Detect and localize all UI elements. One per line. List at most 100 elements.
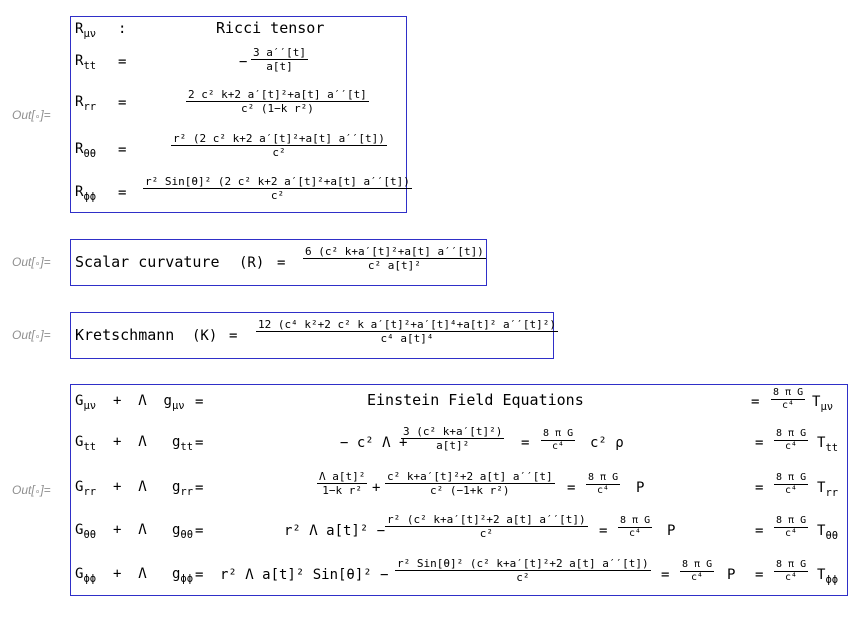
einstein-header-lhs: Gμν + Λ gμν (75, 393, 185, 412)
fraction-numerator: c² k+a′[t]²+2 a[t] a′′[t] (387, 470, 553, 483)
fraction-numerator: 8 π G (682, 559, 713, 570)
fraction-denominator: c⁴ (629, 528, 642, 539)
einstein-header-rhs-eq: = (751, 394, 760, 410)
einstein-row-rr-rhs-eq: = (755, 480, 764, 496)
out-label-4[interactable]: Out[∘]= (12, 483, 51, 497)
ricci-row-rr-lhs: Rrr (75, 94, 97, 113)
fraction-numerator: r² Sin[θ]² (c² k+a′[t]²+2 a[t] a′′[t]) (397, 557, 649, 570)
einstein-equations-cell[interactable]: Gμν + Λ gμν = Einstein Field Equations =… (70, 384, 848, 596)
fraction-bar (143, 188, 412, 189)
einstein-row-rr-fraction-2: c² k+a′[t]²+2 a[t] a′′[t] c² (−1+k r²) (385, 470, 555, 497)
fraction-numerator: Λ a[t]² (319, 470, 366, 483)
fraction-denominator: c⁴ (552, 441, 565, 452)
einstein-row-rr-fraction-1: Λ a[t]² 1−k r² (317, 470, 368, 497)
fraction-denominator: c⁴ (785, 485, 798, 496)
fraction-numerator: 2 c² k+2 a′[t]²+a[t] a′′[t] (188, 88, 367, 101)
einstein-row-rr-factor: 8 π G c⁴ (586, 472, 621, 497)
fraction-bar (251, 59, 308, 60)
einstein-row-rr-plus: + (372, 480, 381, 496)
fraction-numerator: 8 π G (620, 515, 651, 526)
einstein-row-tt-lhs: Gtt + Λ gtt (75, 434, 194, 453)
kretschmann-label: Kretschmann (75, 326, 175, 344)
einstein-row-tt-fraction: 3 (c² k+a′[t]²) a[t]² (401, 425, 505, 452)
einstein-row-theta-factor: 8 π G c⁴ (618, 515, 653, 540)
ricci-row-tt-prefix: − (239, 54, 248, 70)
einstein-row-phi-rhs-tensor: Tϕϕ (817, 567, 839, 586)
einstein-row-phi-factor: 8 π G c⁴ (680, 559, 715, 584)
fraction-numerator: 3 a′′[t] (253, 46, 306, 59)
kretschmann-cell[interactable]: Kretschmann (K) = 12 (c⁴ k²+2 c² k a′[t]… (70, 312, 559, 359)
ricci-row-theta-fraction: r² (2 c² k+2 a′[t]²+a[t] a′′[t]) c² (171, 132, 387, 159)
fraction-bar (541, 440, 576, 441)
kretschmann-fraction: 12 (c⁴ k²+2 c² k a′[t]²+a′[t]⁴+a[t]² a′′… (256, 318, 559, 345)
ricci-row-theta-eq: = (118, 142, 127, 158)
fraction-denominator: c² (−1+k r²) (430, 484, 510, 497)
fraction-denominator: c⁴ a[t]⁴ (380, 332, 434, 345)
kretschmann-eq: = (229, 328, 238, 344)
einstein-row-theta-fraction: r² (c² k+a′[t]²+2 a[t] a′′[t]) c² (385, 513, 588, 540)
einstein-row-theta-rhs-tensor: Tθθ (817, 523, 839, 542)
fraction-bar (774, 440, 809, 441)
ricci-row-phi-lhs: Rϕϕ (75, 184, 97, 203)
fraction-bar (774, 571, 809, 572)
ricci-header-symbol: Rμν (75, 21, 97, 40)
fraction-bar (385, 526, 588, 527)
einstein-header-rhs-tensor: Tμν (812, 394, 834, 413)
fraction-denominator: a[t] (266, 60, 293, 73)
einstein-row-tt-rho: c² ρ (590, 435, 624, 451)
fraction-bar (317, 483, 368, 484)
fraction-bar (385, 483, 555, 484)
out-label-3[interactable]: Out[∘]= (12, 328, 51, 342)
fraction-numerator: 8 π G (776, 472, 807, 483)
fraction-denominator: c² (479, 527, 493, 540)
fraction-denominator: c² (516, 571, 530, 584)
einstein-row-rr-mid-eq: = (567, 480, 576, 496)
einstein-row-theta-pre: r² Λ a[t]² − (284, 523, 386, 539)
out-label-1[interactable]: Out[∘]= (12, 108, 51, 122)
fraction-denominator: c² (272, 146, 286, 159)
fraction-numerator: 8 π G (588, 472, 619, 483)
einstein-row-theta-rhs-factor: 8 π G c⁴ (774, 515, 809, 540)
ricci-row-rr-eq: = (118, 95, 127, 111)
einstein-row-phi-fraction: r² Sin[θ]² (c² k+a′[t]²+2 a[t] a′′[t]) c… (395, 557, 651, 584)
einstein-row-phi-eq: = (195, 567, 204, 583)
einstein-row-phi-rhs-factor: 8 π G c⁴ (774, 559, 809, 584)
einstein-row-rr-pressure: P (636, 480, 645, 496)
fraction-denominator: c⁴ (785, 441, 798, 452)
einstein-header-title: Einstein Field Equations (367, 391, 584, 409)
fraction-numerator: r² Sin[θ]² (2 c² k+2 a′[t]²+a[t] a′′[t]) (145, 175, 410, 188)
einstein-row-theta-pressure: P (667, 523, 676, 539)
einstein-row-phi-pre: r² Λ a[t]² Sin[θ]² − (220, 567, 389, 583)
kretschmann-symbol: (K) (192, 328, 218, 344)
fraction-numerator: 3 (c² k+a′[t]²) (403, 425, 503, 438)
fraction-numerator: 12 (c⁴ k²+2 c² k a′[t]²+a′[t]⁴+a[t]² a′′… (258, 318, 557, 331)
einstein-row-tt-rhs-tensor: Ttt (817, 435, 839, 454)
fraction-denominator: c⁴ (785, 528, 798, 539)
scalar-curvature-cell[interactable]: Scalar curvature (R) = 6 (c² k+a′[t]²+a[… (70, 239, 487, 286)
einstein-header-eq: = (195, 394, 204, 410)
out-label-2[interactable]: Out[∘]= (12, 255, 51, 269)
scalar-curvature-label: Scalar curvature (75, 253, 220, 271)
ricci-row-theta-lhs: Rθθ (75, 141, 97, 160)
fraction-denominator: c² (1−k r²) (240, 102, 314, 115)
fraction-denominator: c⁴ (597, 485, 610, 496)
fraction-bar (171, 145, 387, 146)
einstein-row-theta-rhs-eq: = (755, 523, 764, 539)
einstein-row-phi-rhs-eq: = (755, 567, 764, 583)
fraction-bar (186, 101, 369, 102)
ricci-row-phi-eq: = (118, 185, 127, 201)
fraction-numerator: 8 π G (776, 559, 807, 570)
fraction-numerator: 6 (c² k+a′[t]²+a[t] a′′[t]) (305, 245, 484, 258)
einstein-row-tt-rhs-eq: = (755, 435, 764, 451)
ricci-header-colon: : (118, 21, 127, 37)
einstein-row-tt-eq: = (195, 435, 204, 451)
scalar-curvature-symbol: (R) (239, 255, 265, 271)
ricci-row-tt-lhs: Rtt (75, 53, 97, 72)
ricci-output-cell[interactable]: Rμν : Ricci tensor Rtt = − 3 a′′[t] a[t]… (70, 16, 412, 213)
fraction-numerator: r² (c² k+a′[t]²+2 a[t] a′′[t]) (387, 513, 586, 526)
ricci-row-rr-fraction: 2 c² k+2 a′[t]²+a[t] a′′[t] c² (1−k r²) (186, 88, 369, 115)
einstein-row-theta-mid-eq: = (599, 523, 608, 539)
ricci-row-phi-fraction: r² Sin[θ]² (2 c² k+2 a′[t]²+a[t] a′′[t])… (143, 175, 412, 202)
ricci-row-tt-eq: = (118, 54, 127, 70)
fraction-denominator: 1−k r² (322, 484, 363, 497)
